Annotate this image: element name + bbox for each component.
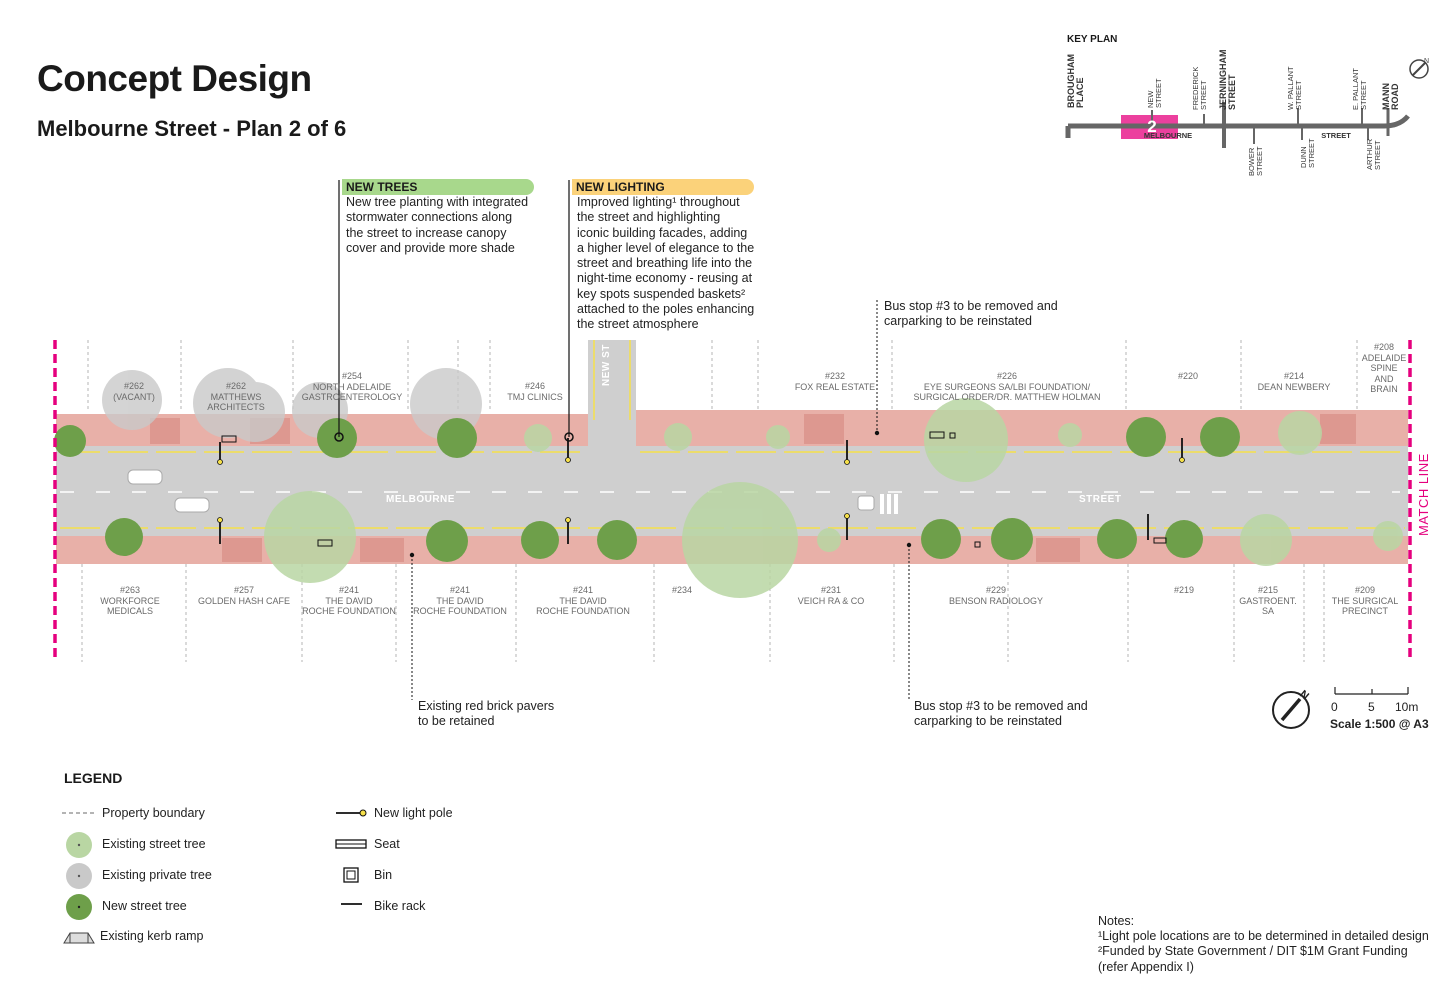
new-street-road xyxy=(588,340,636,450)
light-pole-icon xyxy=(336,809,367,817)
notes: Notes: ¹Light pole locations are to be d… xyxy=(1098,914,1429,974)
svg-text:N: N xyxy=(1424,58,1429,65)
property-label: #220 xyxy=(1177,371,1199,381)
legend-item-label: Bike rack xyxy=(374,899,426,913)
key-plan-road-label-2: STREET xyxy=(1321,131,1351,140)
pavers-note: Existing red brick pavers to be retained xyxy=(418,699,555,728)
scale-text: Scale 1:500 @ A3 xyxy=(1330,717,1429,731)
bin-icon xyxy=(974,541,981,548)
legend-item-label: Property boundary xyxy=(102,806,205,820)
street-label-east: STREET xyxy=(1079,494,1122,505)
new-lighting-heading: NEW LIGHTING xyxy=(572,179,754,195)
car-icon xyxy=(174,497,210,513)
page-subtitle: Melbourne Street - Plan 2 of 6 xyxy=(37,116,347,141)
side-street-label: NEW ST xyxy=(601,344,612,386)
seat-icon xyxy=(335,839,367,849)
property-label: #234 xyxy=(671,585,693,595)
legend-item-label: Bin xyxy=(374,868,393,882)
seat-icon xyxy=(221,435,237,443)
key-plan-title: KEY PLAN xyxy=(1067,34,1118,45)
new-lighting-text: Improved lighting¹ throughout the street… xyxy=(577,195,755,332)
legend-item-label: New light pole xyxy=(374,806,453,820)
page-title: Concept Design xyxy=(37,58,312,99)
property-boundary-icon xyxy=(62,812,94,814)
legend-item-label: Existing kerb ramp xyxy=(100,929,204,943)
north-arrow-icon: N xyxy=(1272,688,1311,729)
kerb-ramp-icon xyxy=(63,932,95,944)
key-plan-road-label-1: MELBOURNE xyxy=(1144,131,1192,140)
new-trees-heading: NEW TREES xyxy=(342,179,534,195)
bus-stop-north-note: Bus stop #3 to be removed and carparking… xyxy=(884,299,1058,328)
scale-bar xyxy=(1334,687,1409,695)
street-plan xyxy=(53,180,1412,700)
match-line-label: MATCH LINE xyxy=(1416,453,1431,536)
scale-tick-10: 10m xyxy=(1395,700,1419,714)
seat-icon xyxy=(929,431,945,439)
property-label: #219 xyxy=(1173,585,1195,595)
existing-street-tree-icon xyxy=(66,832,92,858)
north-arrow-small-icon: N xyxy=(1409,58,1429,79)
legend-item-label: Existing street tree xyxy=(102,837,206,851)
legend-item-label: New street tree xyxy=(102,899,187,913)
bike-rack-icon xyxy=(341,903,362,905)
legend-item-label: Seat xyxy=(374,837,400,851)
scale-tick-0: 0 xyxy=(1331,700,1338,714)
bin-icon xyxy=(949,432,956,439)
legend-item-label: Existing private tree xyxy=(102,868,212,882)
light-poles xyxy=(219,438,1183,544)
seat-icon xyxy=(317,539,333,547)
existing-street-trees xyxy=(264,398,1403,598)
bin-icon xyxy=(343,867,359,883)
pedestrian-crossing xyxy=(857,494,898,514)
new-street-tree-icon xyxy=(66,894,92,920)
seat-icon xyxy=(1153,537,1167,544)
new-street-trees xyxy=(54,417,1240,562)
street-label-west: MELBOURNE xyxy=(386,494,455,505)
key-plan-road xyxy=(1065,114,1410,138)
scale-tick-5: 5 xyxy=(1368,700,1375,714)
key-plan-number: 2 xyxy=(1147,117,1156,136)
bus-stop-south-note: Bus stop #3 to be removed and carparking… xyxy=(914,699,1088,728)
new-trees-text: New tree planting with integrated stormw… xyxy=(346,195,529,255)
property-label: #262(VACANT) xyxy=(113,381,155,402)
car-icon xyxy=(127,469,163,485)
key-plan-map: 2 MELBOURNE STREET xyxy=(1065,102,1410,148)
legend-title: LEGEND xyxy=(64,770,123,786)
existing-private-tree-icon xyxy=(66,863,92,889)
